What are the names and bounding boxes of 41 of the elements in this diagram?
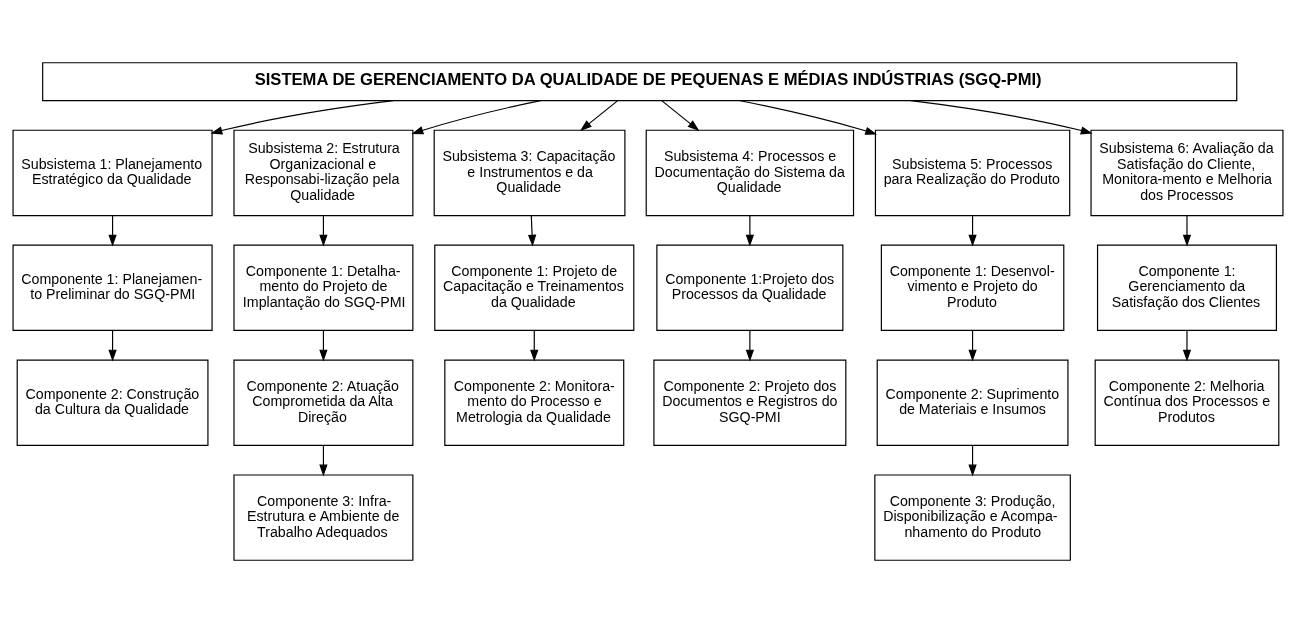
arrow <box>968 444 977 477</box>
arrow <box>1182 330 1192 362</box>
arrow <box>411 100 542 135</box>
arrow <box>580 100 618 131</box>
node-box: Componente 1: Projeto de Capacitação e Treinamentos da Qualidade <box>434 244 635 332</box>
node-box: Componente 1: Gerenciamento da Satisfação dos Clientes <box>1096 244 1277 332</box>
node-box: Componente 1: Planejamen-to Preliminar do SGQ-PMI <box>12 244 213 332</box>
node-box: Componente 2: Monitora-mento do Processo e Metrologia da Qualidade <box>444 359 625 446</box>
arrow <box>108 330 117 362</box>
arrow <box>319 444 328 477</box>
arrow <box>527 215 537 247</box>
node-box: Componente 2: Suprimento de Materiais e Insumos <box>876 359 1069 446</box>
node-box: Componente 3: Produção, Disponibilização e Acompa-nhamento do Produto <box>874 474 1071 561</box>
arrow <box>745 330 755 362</box>
arrow <box>530 330 539 362</box>
node-box: Subsistema 2: Estrutura Organizacional e Responsabi-lização pela Qualidade <box>233 129 414 217</box>
node-box: Componente 1: Desenvol-vimento e Projeto do Produto <box>880 244 1065 332</box>
arrow <box>108 215 117 247</box>
node-box: Componente 2: Atuação Comprometida da Alta Direção <box>233 359 414 446</box>
arrow <box>910 100 1093 135</box>
arrow <box>210 100 394 135</box>
arrow <box>1182 215 1192 247</box>
arrow <box>739 100 878 135</box>
node-box: Subsistema 5: Processos para Realização do Produto <box>874 129 1071 217</box>
node-box: Componente 1:Projeto dos Processos da Qualidade <box>656 244 844 332</box>
node-box: Componente 2: Construção da Cultura da Qualidade <box>16 359 209 446</box>
arrow <box>968 215 977 247</box>
node-box: Componente 3: Infra-Estrutura e Ambiente de Trabalho Adequados <box>233 474 414 561</box>
arrow <box>968 330 977 362</box>
node-box: Componente 2: Melhoria Contínua dos Processos e Produtos <box>1094 359 1280 446</box>
node-box: SISTEMA DE GERENCIAMENTO DA QUALIDADE DE PEQUENAS E MÉDIAS INDÚSTRIAS (SGQ-PMI) <box>42 62 1238 102</box>
arrow <box>745 215 755 247</box>
node-box: Componente 1: Detalha-mento do Projeto de Implantação do SGQ-PMI <box>233 244 414 332</box>
arrow <box>661 100 700 131</box>
node-box: Subsistema 1: Planejamento Estratégico da Qualidade <box>12 129 213 217</box>
node-box: Subsistema 3: Capacitação e Instrumentos e da Qualidade <box>433 129 626 217</box>
arrow <box>319 330 328 362</box>
node-box: Subsistema 4: Processos e Documentação do Sistema da Qualidade <box>645 129 855 217</box>
arrow <box>319 215 328 247</box>
node-box: Componente 2: Projeto dos Documentos e Registros do SGQ-PMI <box>653 359 847 446</box>
node-box: Subsistema 6: Avaliação da Satisfação do Cliente, Monitora-mento e Melhoria dos Processos <box>1090 129 1284 217</box>
